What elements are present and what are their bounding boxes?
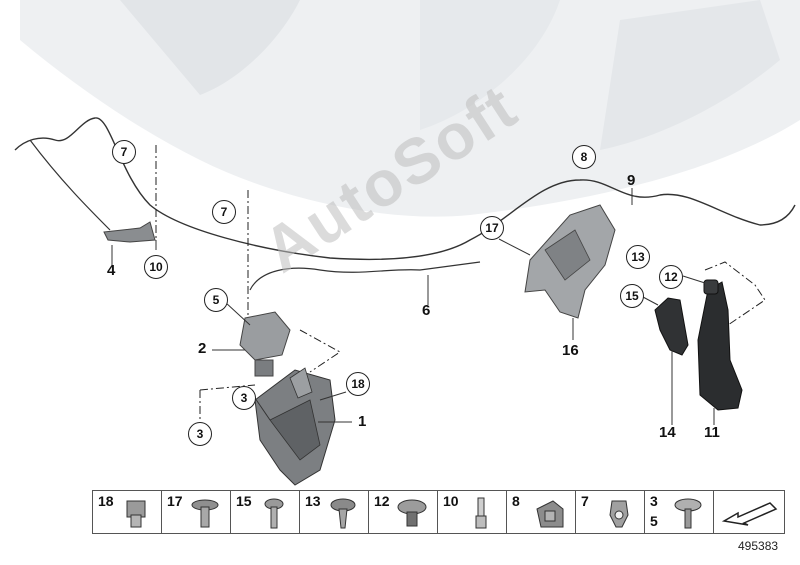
- callout-3a: 3: [232, 386, 256, 410]
- lever-bracket-part: [697, 281, 743, 411]
- callout-3b: 3: [188, 422, 212, 446]
- legend-number: 18: [98, 493, 114, 509]
- cable-clip-icon: [609, 500, 629, 528]
- legend-cell-15: 15: [230, 490, 300, 534]
- legend-number: 10: [443, 493, 459, 509]
- lever-cap: [703, 279, 719, 295]
- legend-cell-7: 7: [575, 490, 645, 534]
- legend-cell-12: 12: [368, 490, 438, 534]
- callout-4: 4: [107, 262, 116, 279]
- callout-16: 16: [562, 342, 579, 359]
- legend-cell-arrow: [713, 490, 785, 534]
- callout-6: 6: [422, 302, 431, 319]
- legend-number: 3: [650, 493, 658, 509]
- legend-number: 17: [167, 493, 183, 509]
- legend-number: 7: [581, 493, 589, 509]
- round-head-screw-icon: [264, 498, 284, 529]
- callout-11: 11: [704, 424, 720, 441]
- legend-cell-13: 13: [299, 490, 369, 534]
- legend-cell-10: 10: [437, 490, 507, 534]
- bowden-cable-branch: [29, 139, 111, 231]
- nut-clip-icon: [126, 500, 146, 528]
- callout-18: 18: [346, 372, 370, 396]
- legend-number: 12: [374, 493, 390, 509]
- legend-cell-18: 18: [92, 490, 162, 534]
- callout-7a: 7: [112, 140, 136, 164]
- legend-cell-3-5: 3 5: [644, 490, 714, 534]
- callout-8: 8: [572, 145, 596, 169]
- parts-legend: 18 17 15 13 12 10 8 7 3 5: [92, 490, 800, 536]
- callout-7b: 7: [212, 200, 236, 224]
- callout-15: 15: [620, 284, 644, 308]
- legend-number: 8: [512, 493, 520, 509]
- bracket-nut-icon: [536, 500, 564, 528]
- callout-17: 17: [480, 216, 504, 240]
- rivet-icon: [475, 497, 487, 529]
- cable-clip-part: [103, 221, 156, 243]
- callout-2: 2: [198, 340, 207, 357]
- cable-loop: [249, 261, 481, 291]
- legend-number-2: 5: [650, 513, 658, 529]
- pointer-arrow-icon: [721, 502, 778, 526]
- release-handle-part: [654, 297, 689, 356]
- callout-5: 5: [204, 288, 228, 312]
- plastic-clip-icon: [397, 499, 427, 527]
- bowden-cable: [14, 117, 796, 261]
- legend-number: 13: [305, 493, 321, 509]
- callout-10: 10: [144, 255, 168, 279]
- callout-13: 13: [626, 245, 650, 269]
- callout-1: 1: [358, 413, 367, 430]
- latch-clip: [254, 359, 274, 377]
- callout-14: 14: [659, 424, 676, 441]
- legend-cell-8: 8: [506, 490, 576, 534]
- hood-shading: [600, 0, 780, 150]
- document-id: 495383: [738, 539, 779, 553]
- callout-12: 12: [659, 265, 683, 289]
- callout-9: 9: [627, 172, 636, 189]
- legend-cell-17: 17: [161, 490, 231, 534]
- flange-screw-icon: [674, 498, 702, 529]
- hood-shading: [420, 0, 560, 130]
- hex-collar-screw-icon: [330, 498, 356, 529]
- legend-number: 15: [236, 493, 252, 509]
- hex-screw-icon: [191, 499, 219, 528]
- latch-cover-part: [239, 311, 291, 361]
- hood-shading: [120, 0, 300, 95]
